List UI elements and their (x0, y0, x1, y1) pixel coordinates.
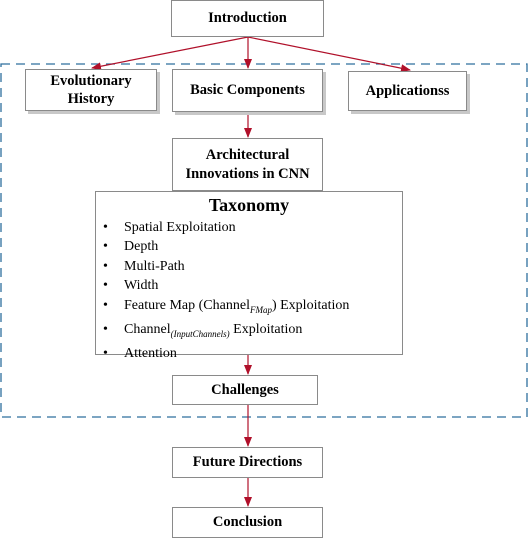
taxonomy-item: Depth (100, 237, 349, 257)
challenges-box: Challenges (172, 375, 318, 405)
introduction-box: Introduction (171, 0, 324, 37)
dashed-group-border (0, 63, 528, 418)
basic-components-label: Basic Components (190, 82, 305, 99)
taxonomy-item-text: Attention (124, 346, 177, 362)
taxonomy-title: Taxonomy (208, 195, 290, 215)
taxonomy-item-text: Width (124, 278, 159, 294)
taxonomy-item: Spatial Exploitation (100, 218, 349, 238)
taxonomy-item-suffix: ) Exploitation (271, 297, 350, 313)
applications-box: Applicationss (348, 71, 467, 111)
taxonomy-item-text: Spatial Exploitation (124, 220, 236, 235)
taxonomy-item-prefix: Channel (124, 321, 171, 337)
architectural-innovations-label: Architectural Innovations in CNN (185, 147, 310, 182)
taxonomy-item: Width (100, 276, 349, 296)
evolutionary-history-label: Evolutionary History (50, 72, 132, 107)
taxonomy-item: Feature Map (ChannelFMap) Exploitation (100, 296, 349, 320)
architectural-innovations-box: Architectural Innovations in CNN (172, 138, 323, 191)
evolutionary-history-box: Evolutionary History (25, 69, 157, 111)
arrow-intro-to-history (91, 36, 249, 71)
conclusion-label: Conclusion (212, 514, 283, 531)
taxonomy-item-text: Multi-Path (124, 258, 185, 274)
introduction-label: Introduction (208, 10, 287, 27)
taxonomy-item-prefix: Feature Map (Channel (124, 297, 250, 313)
taxonomy-list: Spatial ExploitationDepthMulti-PathWidth… (100, 218, 349, 364)
challenges-label: Challenges (211, 381, 279, 398)
applications-label: Applicationss (365, 82, 450, 99)
taxonomy-item-text: Depth (124, 239, 159, 255)
arrow-intro-to-applications (247, 36, 411, 73)
taxonomy-item: Attention (100, 344, 349, 364)
taxonomy-box: Taxonomy Spatial ExploitationDepthMulti-… (95, 191, 403, 364)
taxonomy-item-suffix: Exploitation (229, 321, 303, 337)
taxonomy-item-subscript: FMap (249, 304, 272, 315)
taxonomy-item: Channel(InputChannels) Exploitation (100, 320, 349, 344)
future-directions-label: Future Directions (192, 454, 303, 471)
conclusion-box: Conclusion (172, 507, 323, 538)
taxonomy-item: Multi-Path (100, 257, 349, 277)
future-directions-box: Future Directions (172, 447, 323, 478)
basic-components-box: Basic Components (172, 69, 323, 112)
taxonomy-item-subscript: (InputChannels) (170, 328, 230, 339)
